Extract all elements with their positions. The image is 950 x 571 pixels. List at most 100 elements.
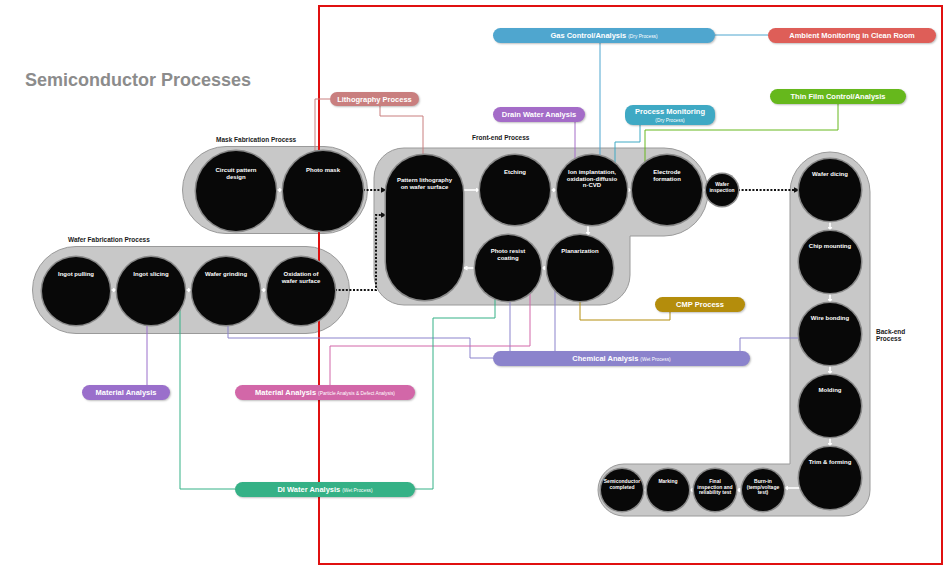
callout-label: Lithography Process (337, 95, 412, 104)
process-label: Circuit pattern design (207, 167, 265, 180)
callout-sublabel: (Wet Process) (640, 357, 670, 362)
connector (415, 298, 495, 489)
process-circle: Ingot pulling (42, 257, 110, 325)
process-circle: Etching (480, 155, 550, 225)
callout-label: Gas Control/Analysis (550, 31, 626, 40)
process-label: Ingot pulling (52, 271, 101, 278)
process-circle: Molding (799, 375, 861, 437)
process-circle: Burn-in (temp/voltage test) (742, 469, 784, 511)
diagram-title: Semiconductor Processes (25, 70, 251, 91)
callout-label: Ambient Monitoring in Clean Room (789, 31, 914, 40)
process-label: Final inspection and reliability test (697, 479, 734, 496)
callout-sublabel: (Wet Process) (342, 488, 372, 493)
callout-label: Chemical Analysis (572, 354, 638, 363)
callout-label: Material Analysis (96, 388, 157, 397)
process-label: Wafer grinding (202, 271, 251, 278)
connector (510, 301, 511, 351)
process-label: Burn-in (temp/voltage test) (745, 479, 782, 496)
process-circle: Photo resist coating (475, 235, 541, 301)
callout-pill: Chemical Analysis(Wet Process) (493, 351, 750, 366)
callout-sublabel: (Particle Analysis & Defect Analysis) (318, 391, 395, 396)
callout-pill: CMP Process (655, 297, 745, 312)
callout-pill: Lithography Process (330, 92, 419, 106)
band-heading: Back-end Process (876, 328, 918, 343)
callout-pill: Gas Control/Analysis(Dry Process) (493, 28, 715, 43)
pill-text: Lithography Process (337, 95, 412, 104)
process-circle: Planarization (547, 235, 613, 301)
pill-text: DI Water Analysis(Wet Process) (277, 485, 372, 494)
process-band: Wafer Fabrication ProcessIngot pullingIn… (32, 246, 350, 334)
process-circle: Wire bonding (799, 303, 861, 365)
process-circle: Wafer dicing (799, 159, 861, 221)
callout-sublabel: (Dry Process) (628, 34, 657, 39)
process-circle: Ion implantation, oxidation·diffusion·CV… (557, 155, 627, 225)
process-label: Wafer inspection (708, 182, 736, 193)
band-shape (374, 148, 708, 305)
highlight-frame (319, 6, 942, 564)
callout-pill: Material Analysis(Particle Analysis & De… (235, 385, 415, 400)
process-label: Semiconductor completed (604, 479, 641, 490)
pill-text: Gas Control/Analysis(Dry Process) (550, 31, 657, 40)
process-circle: Oxidation of wafer surface (267, 257, 335, 325)
process-label: Trim & forming (808, 459, 853, 466)
pill-text: Material Analysis(Particle Analysis & De… (255, 388, 395, 397)
process-label: Planarization (556, 248, 604, 255)
pill-text: Drain Water Analysis (502, 110, 576, 119)
process-circle: Final inspection and reliability test (694, 469, 736, 511)
process-circle: Semiconductor completed (601, 469, 643, 511)
process-label: Photo resist coating (484, 248, 532, 261)
callout-label: CMP Process (676, 300, 724, 309)
pill-text: Chemical Analysis(Wet Process) (572, 354, 670, 363)
callout-label: DI Water Analysis (277, 485, 340, 494)
process-label: Ion implantation, oxidation·diffusion·CV… (567, 169, 617, 189)
connector (315, 99, 330, 152)
process-stadium: Pattern lithography on wafer surface (386, 155, 463, 300)
process-circle: Electrode formation (632, 155, 702, 225)
process-label: Photo mask (294, 167, 352, 174)
band-heading: Mask Fabrication Process (216, 136, 296, 143)
process-circle: Photo mask (283, 151, 363, 231)
process-label: Chip mounting (808, 243, 853, 250)
callout-pill: Drain Water Analysis (493, 107, 585, 122)
process-label: Electrode formation (642, 169, 692, 182)
connector (715, 35, 768, 36)
connector (330, 293, 530, 385)
callout-label: Drain Water Analysis (502, 110, 576, 119)
pill-text: CMP Process (676, 300, 724, 309)
callout-pill: Thin Film Control/Analysis (770, 89, 906, 104)
process-label: Wire bonding (808, 315, 853, 322)
callout-pill: Ambient Monitoring in Clean Room (768, 28, 936, 43)
band-heading: Front-end Process (472, 134, 529, 141)
process-band: Mask Fabrication ProcessCircuit pattern … (182, 146, 368, 234)
callout-pill: Material Analysis (82, 385, 170, 400)
process-label: Ingot slicing (127, 271, 176, 278)
process-label: Oxidation of wafer surface (277, 271, 326, 284)
callout-pill: DI Water Analysis(Wet Process) (235, 482, 415, 497)
process-circle: Chip mounting (799, 231, 861, 293)
process-circle: Circuit pattern design (196, 151, 276, 231)
callout-label: Thin Film Control/Analysis (790, 92, 885, 101)
process-band: Front-end ProcessPattern lithography on … (372, 130, 712, 310)
process-circle: Marking (647, 469, 689, 511)
connector (180, 309, 235, 489)
connector (600, 43, 601, 156)
band-shape (598, 152, 870, 516)
process-circle: Wafer inspection (706, 174, 738, 206)
band-heading: Wafer Fabrication Process (68, 236, 150, 243)
process-circle: Trim & forming (799, 447, 861, 509)
process-circle: Wafer grinding (192, 257, 260, 325)
process-label: Marking (650, 479, 687, 485)
pill-text: Process Monitoring (Dry Process) (635, 107, 705, 123)
callout-sublabel: (Dry Process) (655, 118, 684, 123)
process-label: Molding (808, 387, 853, 394)
callout-label: Process Monitoring (635, 107, 705, 116)
pill-text: Material Analysis (96, 388, 157, 397)
process-circle: Ingot slicing (117, 257, 185, 325)
callout-pill: Process Monitoring (Dry Process) (625, 105, 715, 125)
process-label: Wafer dicing (808, 171, 853, 178)
process-label: Pattern lithography on wafer surface (394, 177, 456, 190)
process-label: Etching (490, 169, 540, 176)
pill-text: Ambient Monitoring in Clean Room (789, 31, 914, 40)
pill-text: Thin Film Control/Analysis (790, 92, 885, 101)
